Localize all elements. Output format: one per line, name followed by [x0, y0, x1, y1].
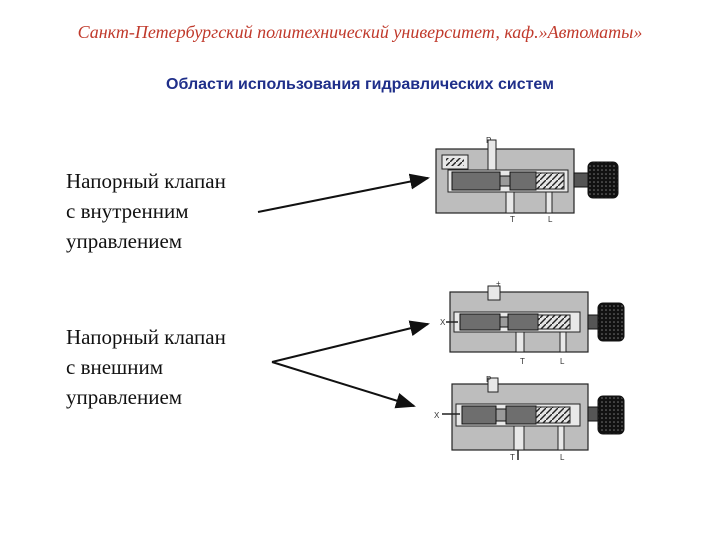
port-label-t: T [520, 357, 525, 366]
valve-diagram-internal: P T L [435, 136, 619, 224]
header-university: Санкт-Петербургский политехнический унив… [77, 22, 643, 42]
port-label-l: L [548, 215, 553, 224]
label-line: управлением [66, 385, 183, 409]
arrow-to-valve-2 [271, 320, 430, 363]
port-label-l: L [560, 357, 565, 366]
port-label-x: X [440, 318, 446, 327]
valve-diagram-external-1: + X T L [440, 279, 625, 366]
label-line: с внутренним [66, 199, 189, 223]
label-line: управлением [66, 229, 183, 253]
port-label-t: T [510, 215, 515, 224]
port-label-p: P [486, 375, 491, 384]
port-label-l: L [560, 453, 565, 462]
label-external-control-valve: Напорный клапан с внешним управлением [66, 322, 226, 412]
page-title: Области использования гидравлических сис… [166, 76, 554, 93]
port-label-t: T [510, 453, 515, 462]
port-label-x: X [434, 411, 440, 420]
port-label-plus: + [496, 279, 501, 288]
label-line: с внешним [66, 355, 163, 379]
arrow-to-valve-1 [257, 173, 430, 213]
valve-diagram-external-2: P X T L [434, 375, 625, 462]
label-internal-control-valve: Напорный клапан с внутренним управлением [66, 166, 226, 256]
arrow-to-valve-3 [271, 361, 416, 409]
label-line: Напорный клапан [66, 169, 226, 193]
label-line: Напорный клапан [66, 325, 226, 349]
port-label-p: P [486, 136, 491, 145]
